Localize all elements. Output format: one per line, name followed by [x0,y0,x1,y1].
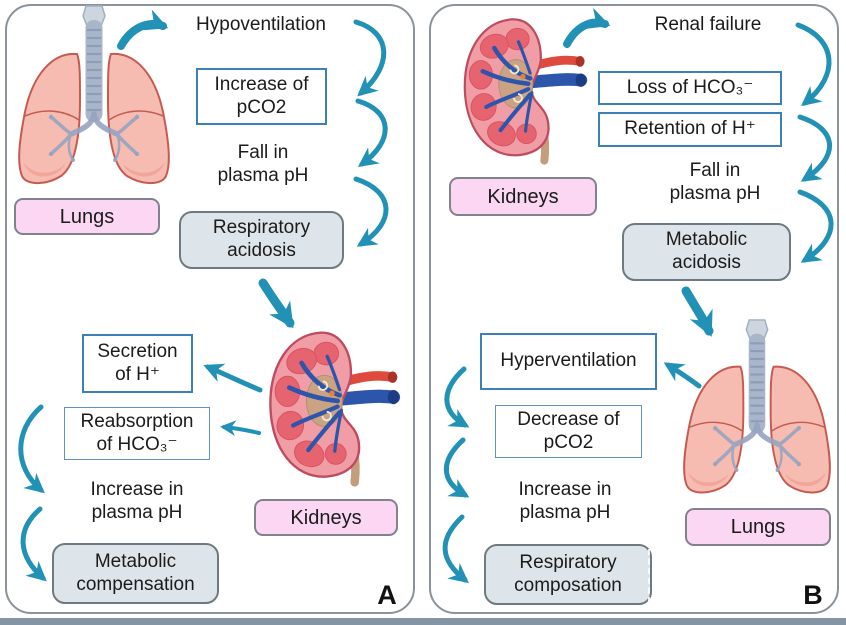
a-step-increase-pco2-line1: Increase of [214,73,309,95]
a-organ-label-lungs: Lungs [14,198,160,235]
a-step-reabsorption-hco3: Reabsorption of HCO₃⁻ [64,407,210,460]
kidney-icon [260,327,402,488]
a-step-metabolic-compensation: Metabolic compensation [52,543,219,604]
a-step-increase-pco2: Increase of pCO2 [196,68,327,125]
a-reabsorption-line1: Reabsorption [80,410,194,432]
a-compensation-line1: Metabolic [94,550,177,572]
a-reabsorption-line2: of HCO₃⁻ [96,433,178,455]
b-increase-line2: plasma pH [519,502,611,523]
b-metabolic-acidosis-line1: Metabolic [665,229,748,251]
a-fall-line1: Fall in [237,142,289,164]
a-secretion-line2: of H⁺ [115,363,160,385]
b-step-metabolic-acidosis: Metabolic acidosis [622,223,791,281]
b-step-fall-plasma-ph: Fall in plasma pH [653,158,777,208]
b-step-decrease-pco2: Decrease of pCO2 [495,405,642,458]
b-increase-line1: Increase in [518,479,612,501]
a-step-increase-pco2-line2: pCO2 [236,96,287,118]
a-organ-label-kidneys: Kidneys [254,499,398,536]
panel-b-letter: B [803,579,823,610]
b-fall-line2: plasma pH [669,183,761,204]
b-step-hyperventilation: Hyperventilation [480,333,657,390]
b-compensation-line1: Respiratory [519,551,617,573]
b-organ-label-lungs: Lungs [685,508,831,546]
b-step-renal-failure: Renal failure [654,13,762,35]
b-fall-line1: Fall in [689,160,741,182]
a-increase-line1: Increase in [90,479,184,501]
b-step-increase-plasma-ph: Increase in plasma pH [503,477,627,527]
b-organ-label-kidneys: Kidneys [449,177,597,216]
a-step-fall-plasma-ph: Fall in plasma pH [202,141,324,189]
b-metabolic-acidosis-line2: acidosis [672,252,741,273]
a-step-increase-plasma-ph: Increase in plasma pH [76,477,198,527]
a-respiratory-acidosis-line2: acidosis [227,240,296,261]
a-respiratory-acidosis-line1: Respiratory [212,217,311,239]
b-compensation-line2: composation [514,574,622,596]
bottom-edge-strip [0,618,846,625]
a-step-respiratory-acidosis: Respiratory acidosis [179,211,344,269]
b-step-respiratory-compensation: Respiratory composation [484,544,652,605]
b-step-loss-hco3: Loss of HCO₃⁻ [598,71,782,105]
b-step-retention-h: Retention of H⁺ [598,112,782,147]
a-step-hypoventilation: Hypoventilation [196,13,326,35]
b-decrease-line1: Decrease of [517,408,620,430]
b-decrease-line2: pCO2 [543,431,594,453]
watermark-artifact-dashes [648,549,650,603]
lungs-icon [9,4,179,199]
a-step-secretion-h: Secretion of H⁺ [82,334,193,393]
kidney-icon [455,14,589,166]
a-secretion-line1: Secretion [97,340,178,362]
a-increase-line2: plasma pH [91,502,183,523]
a-fall-line2: plasma pH [217,165,309,186]
lungs-icon [674,318,840,508]
panel-a-letter: A [377,579,397,610]
a-compensation-line2: compensation [76,573,195,595]
